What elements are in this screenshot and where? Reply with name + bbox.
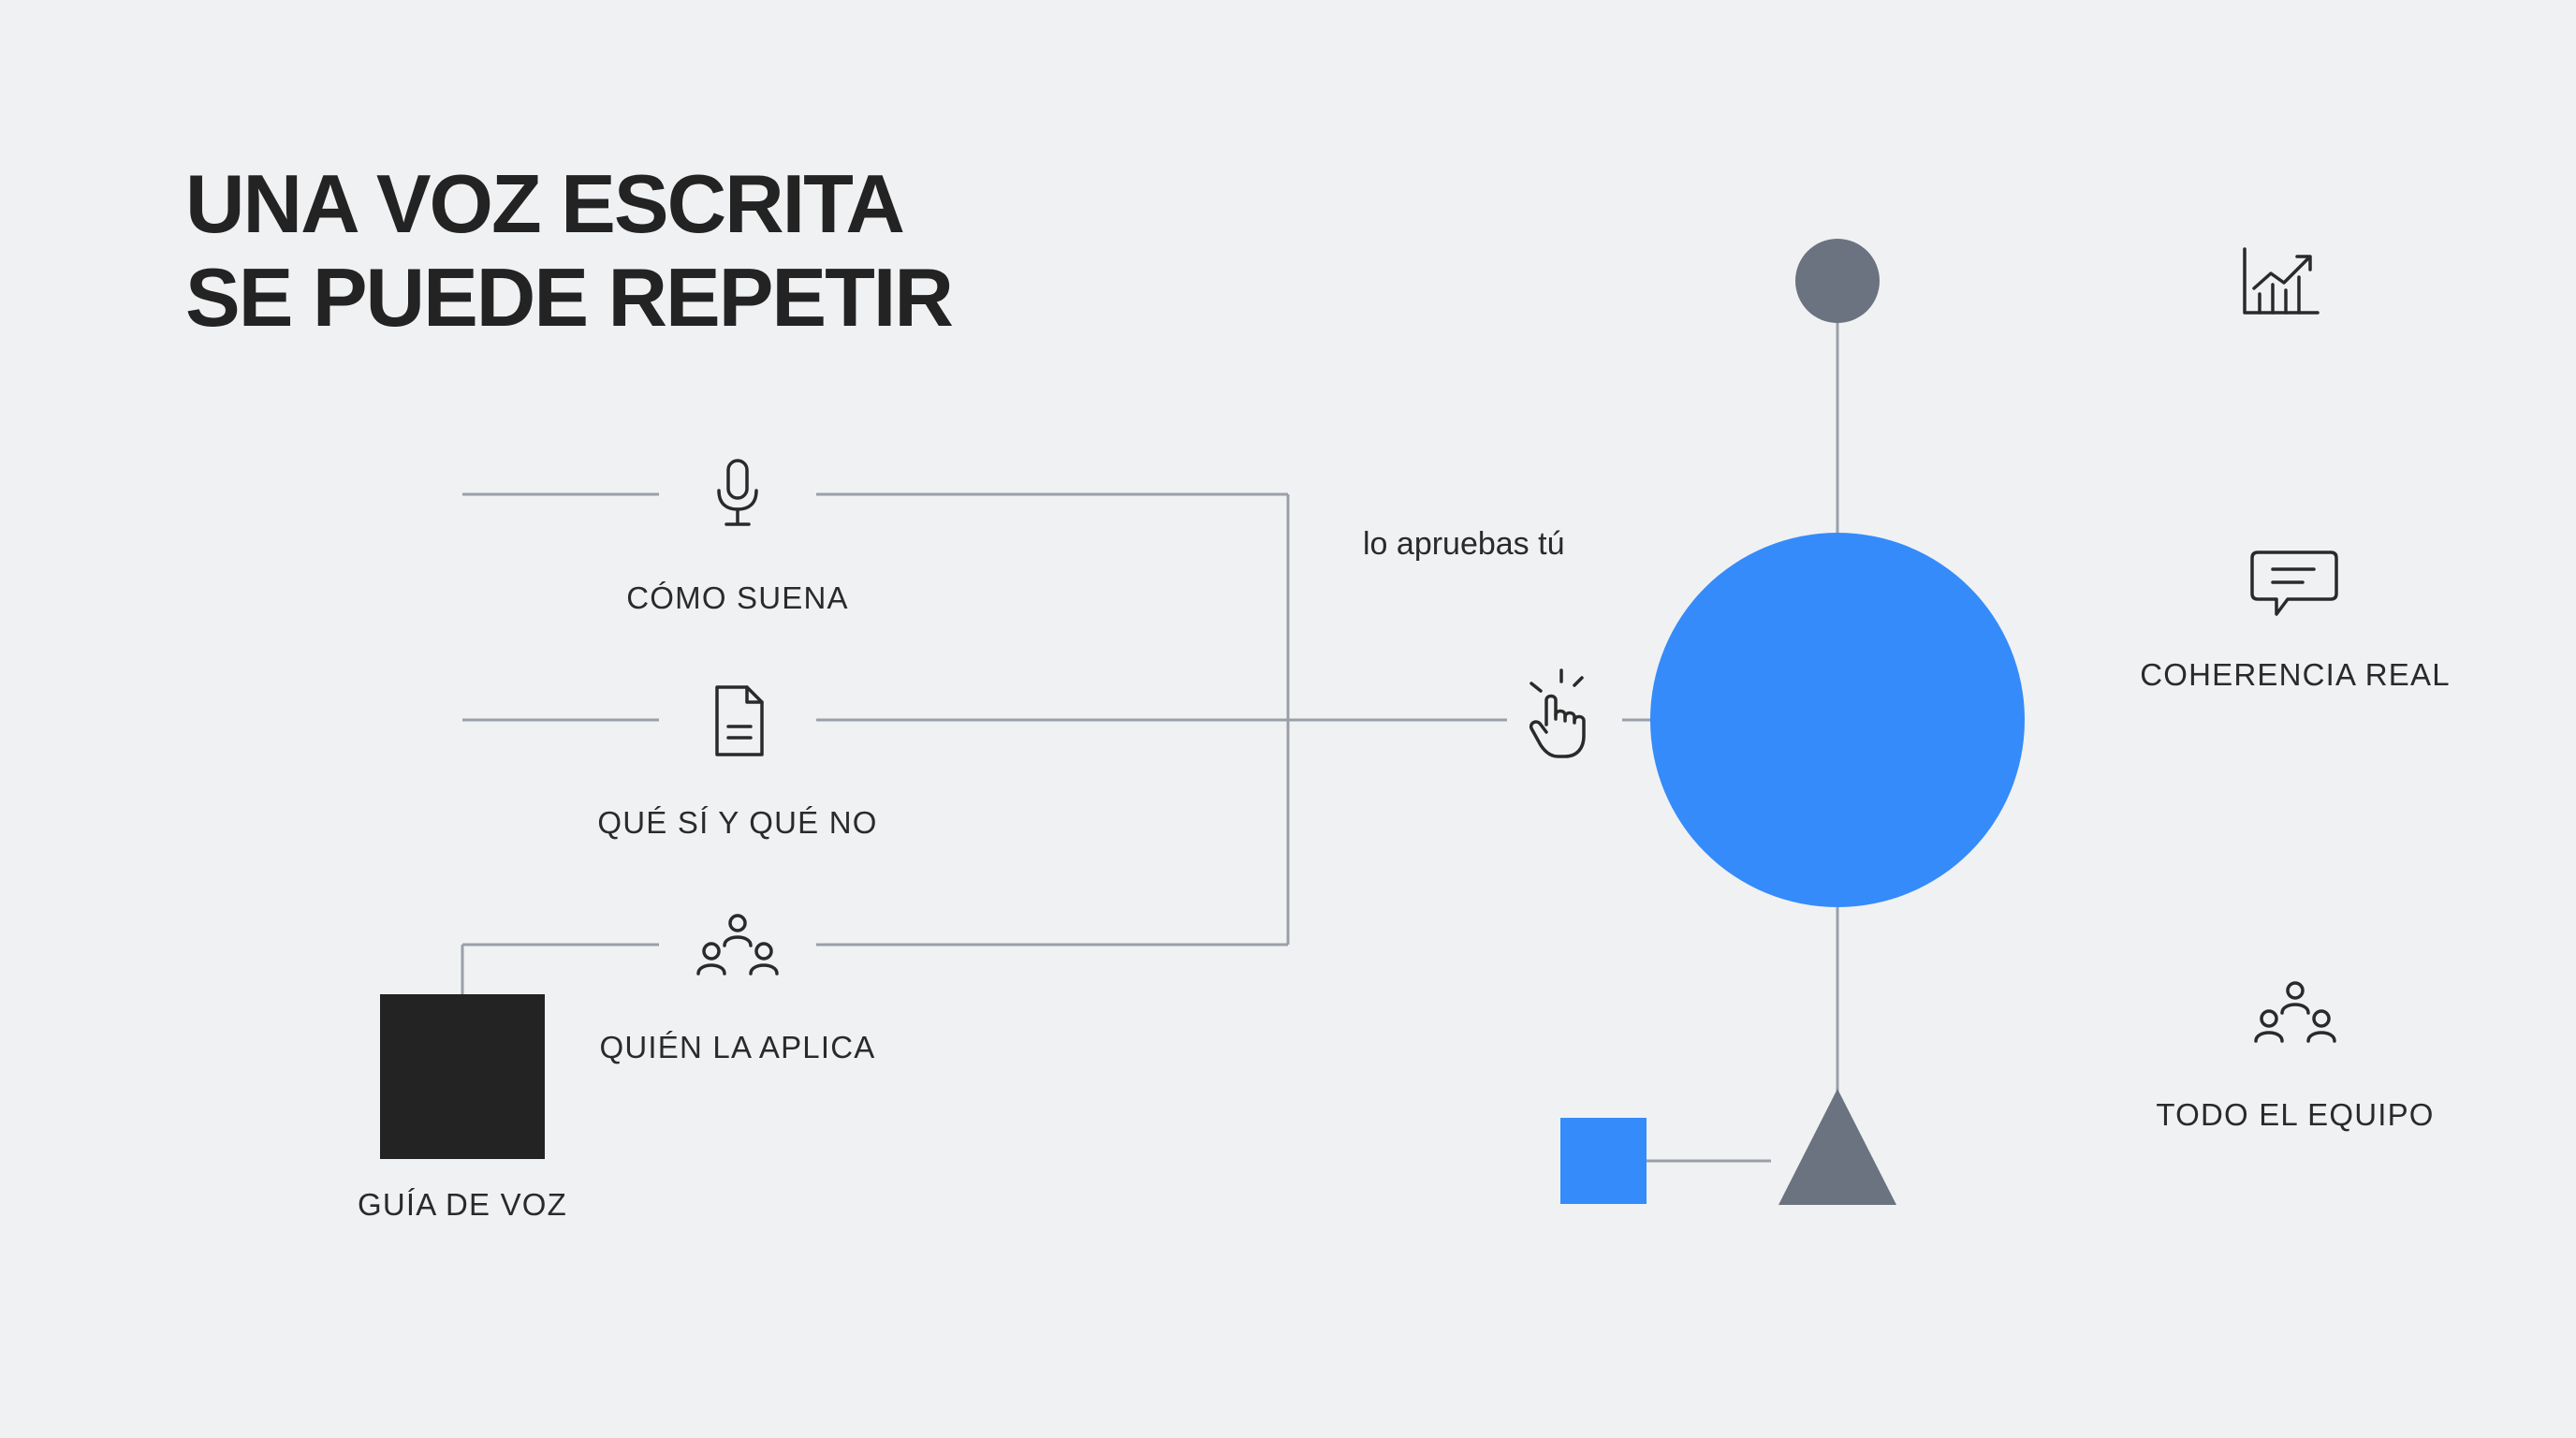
input-label-que-si: QUÉ SÍ Y QUÉ NO (597, 805, 878, 840)
grey-triangle (1778, 1089, 1896, 1205)
central-hub (1650, 533, 2025, 907)
blue-square (1560, 1118, 1647, 1204)
title-line-2: SE PUEDE REPETIR (185, 251, 954, 344)
hand-tap-icon (1524, 667, 1599, 760)
team-icon (695, 912, 781, 979)
approval-note: lo apruebas tú (1363, 526, 1565, 562)
voice-guide-block (380, 994, 545, 1159)
input-label-como-suena: CÓMO SUENA (626, 580, 849, 615)
top-node (1795, 239, 1880, 323)
growth-chart-icon (2241, 245, 2320, 316)
page-title: UNA VOZ ESCRITA SE PUEDE REPETIR (185, 157, 954, 345)
outcome-label-equipo: TODO EL EQUIPO (2156, 1097, 2435, 1132)
microphone-icon (708, 457, 768, 532)
outcome-label-coherencia: COHERENCIA REAL (2140, 657, 2451, 692)
team-icon (2250, 979, 2340, 1047)
voice-guide-label: GUÍA DE VOZ (357, 1187, 568, 1222)
input-label-quien: QUIÉN LA APLICA (599, 1030, 876, 1064)
chat-bubble-icon (2250, 549, 2338, 620)
title-line-1: UNA VOZ ESCRITA (185, 157, 905, 250)
document-icon (710, 683, 769, 758)
